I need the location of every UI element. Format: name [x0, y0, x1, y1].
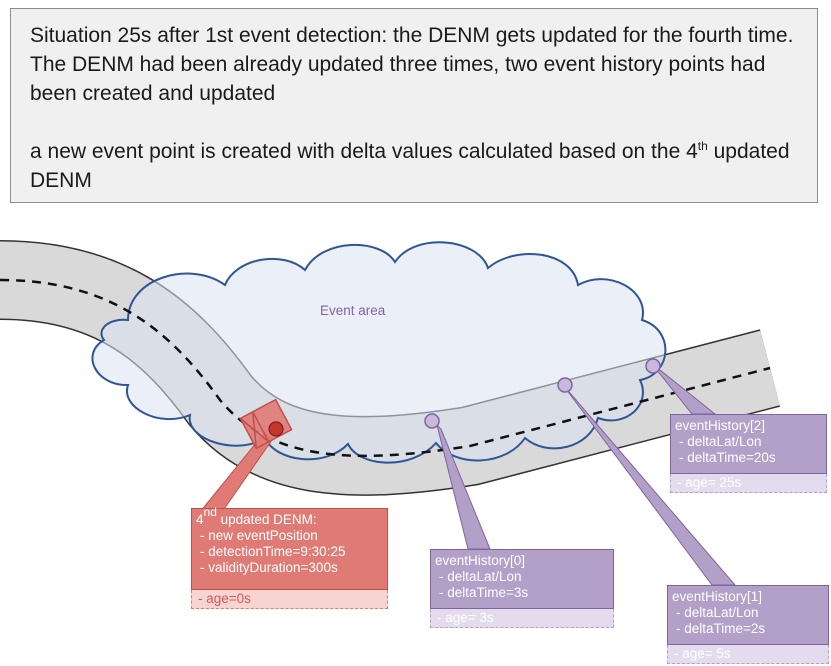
event-vehicle-icon: [239, 398, 293, 450]
event-history-2-age: - age= 25s: [670, 474, 827, 493]
event-position-point: [268, 421, 284, 437]
denm-line-event-position: - new eventPosition: [200, 528, 318, 543]
event-history-1-age: - age= 5s: [667, 645, 829, 664]
event-history-0-callout: eventHistory[0] - deltaLat/Lon - deltaTi…: [430, 549, 614, 628]
description-line-2: a new event point is created with delta …: [30, 137, 799, 195]
event-history-2-delta-latlon: - deltaLat/Lon: [679, 434, 762, 449]
denm-line-validity-duration: - validityDuration=300s: [200, 560, 338, 575]
event-history-2-callout: eventHistory[2] - deltaLat/Lon - deltaTi…: [670, 414, 827, 493]
event-history-1-body: eventHistory[1] - deltaLat/Lon - deltaTi…: [667, 585, 829, 645]
description-line-2-text: a new event point is created with delta …: [30, 140, 698, 163]
denm-age: - age=0s: [191, 590, 388, 609]
description-box: Situation 25s after 1st event detection:…: [10, 8, 818, 203]
denm-callout-body: 4nd updated DENM: - new eventPosition - …: [191, 505, 388, 590]
event-history-point-0: [424, 413, 440, 429]
event-history-2-title: eventHistory[2]: [675, 418, 766, 433]
description-line-1: Situation 25s after 1st event detection:…: [30, 24, 794, 105]
event-history-1-delta-latlon: - deltaLat/Lon: [676, 605, 759, 620]
event-history-0-age: - age= 3s: [430, 609, 614, 628]
description-line-2-sup: th: [697, 139, 708, 153]
denm-line-detection-time: - detectionTime=9:30:25: [200, 544, 346, 559]
event-history-point-1: [557, 377, 573, 393]
event-history-1-callout: eventHistory[1] - deltaLat/Lon - deltaTi…: [667, 585, 829, 664]
event-history-1-title: eventHistory[1]: [672, 589, 763, 604]
event-history-2-delta-time: - deltaTime=20s: [679, 450, 776, 465]
event-history-0-delta-latlon: - deltaLat/Lon: [439, 569, 522, 584]
event-history-point-2: [645, 358, 661, 374]
description-line-2-end: updated DENM: [30, 140, 790, 192]
denm-callout-title: 4nd updated DENM:: [196, 505, 317, 527]
event-history-0-delta-time: - deltaTime=3s: [439, 585, 529, 600]
denm-callout: 4nd updated DENM: - new eventPosition - …: [191, 505, 388, 609]
event-history-1-delta-time: - deltaTime=2s: [676, 621, 766, 636]
event-history-0-body: eventHistory[0] - deltaLat/Lon - deltaTi…: [430, 549, 614, 609]
event-history-2-body: eventHistory[2] - deltaLat/Lon - deltaTi…: [670, 414, 827, 474]
road-center-line: [0, 278, 771, 458]
event-area-label: Event area: [320, 303, 386, 318]
event-history-0-title: eventHistory[0]: [435, 553, 526, 568]
event-area-cloud: [91, 241, 667, 464]
